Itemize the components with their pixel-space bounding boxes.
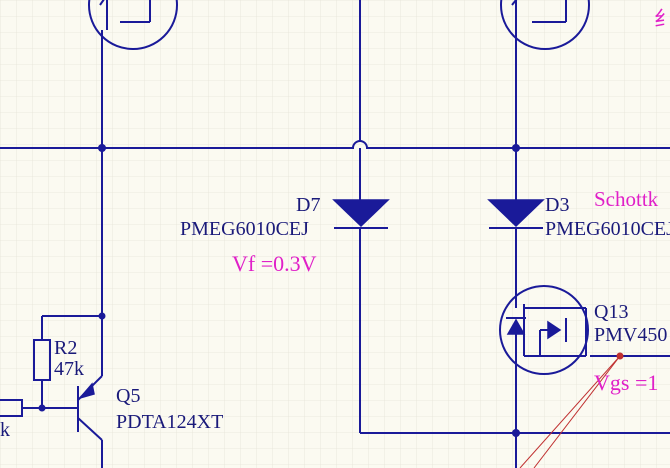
mosfet-q13[interactable] xyxy=(499,285,589,375)
vf-annotation: Vf =0.3V xyxy=(232,251,317,276)
top-right-glyph: 纟 xyxy=(654,7,670,31)
resistor-r2[interactable] xyxy=(33,339,51,381)
q13-part-number: PMV450 xyxy=(594,324,667,346)
transistor-q5[interactable] xyxy=(77,375,103,441)
vgs-annotation: Vgs =1 xyxy=(594,370,658,395)
left-resistor-value: k xyxy=(0,419,10,441)
d3-part-number: PMEG6010CEJ xyxy=(545,218,670,240)
top-left-mosfet[interactable] xyxy=(88,0,178,50)
junctions xyxy=(38,144,520,437)
schottky-annotation: Schottk xyxy=(594,187,659,211)
d7-part-number: PMEG6010CEJ xyxy=(180,218,309,240)
probe-line xyxy=(519,352,624,468)
r2-value: 47k xyxy=(54,358,84,380)
d3-designator: D3 xyxy=(545,194,569,216)
diode-d7[interactable] xyxy=(332,199,390,229)
q5-part-number: PDTA124XT xyxy=(116,411,223,433)
q13-designator: Q13 xyxy=(594,301,628,323)
d7-designator: D7 xyxy=(296,194,320,216)
top-right-mosfet[interactable] xyxy=(500,0,590,50)
q5-designator: Q5 xyxy=(116,385,140,407)
r2-designator: R2 xyxy=(54,337,77,359)
resistor-left-partial[interactable] xyxy=(0,399,23,417)
diode-d3[interactable] xyxy=(487,199,545,229)
